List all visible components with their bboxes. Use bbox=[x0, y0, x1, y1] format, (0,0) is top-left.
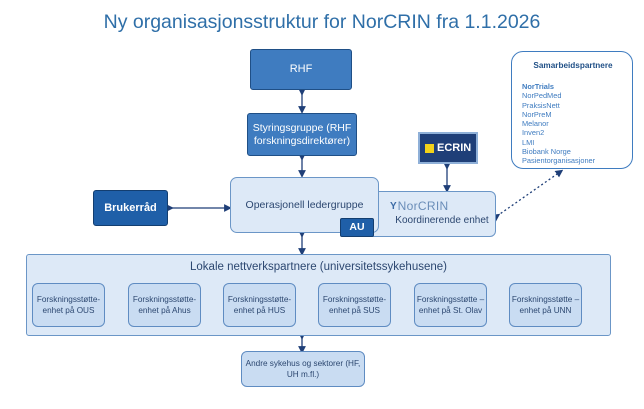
partner-item: NorTrials bbox=[522, 82, 555, 91]
unit-hus: Forskningsstøtte-enhet på HUS bbox=[223, 283, 296, 327]
au-box: AU bbox=[340, 218, 374, 237]
partner-item: NorPedMed bbox=[522, 91, 562, 101]
partner-item: NorPreM bbox=[522, 109, 552, 119]
unit-st-olav: Forskningsstøtte –enhet på St. Olav bbox=[414, 283, 487, 327]
unit-ous: Forskningsstøtte-enhet på OUS bbox=[32, 283, 105, 327]
styringsgruppe-box: Styringsgruppe (RHF forskningsdirektører… bbox=[247, 113, 357, 156]
partner-item: Inven2 bbox=[522, 128, 545, 138]
rhf-box: RHF bbox=[250, 49, 352, 90]
lokale-title: Lokale nettverkspartnere (universitetssy… bbox=[190, 261, 447, 273]
partners-title: Samarbeidspartnere bbox=[533, 61, 613, 70]
andre-sykehus-box: Andre sykehus og sektorer (HF, UH m.fl.) bbox=[241, 351, 365, 387]
ecrin-star-icon bbox=[425, 143, 434, 153]
norcrin-logo-text: NorCRIN bbox=[397, 199, 449, 213]
partner-item: Melanor bbox=[522, 119, 549, 129]
page-title: Ny organisasjonsstruktur for NorCRIN fra… bbox=[103, 11, 541, 33]
dotted-arrow-partners bbox=[491, 169, 564, 222]
partner-item: Biobank Norge bbox=[522, 147, 571, 157]
partner-item: Pasientorganisasjoner bbox=[522, 156, 596, 166]
koordinerende-label: Koordinerende enhet bbox=[395, 215, 489, 226]
ecrin-logo: ECRIN bbox=[418, 132, 478, 164]
unit-ahus: Forskningsstøtte-enhet på Ahus bbox=[128, 283, 201, 327]
unit-unn: Forskningsstøtte –enhet på UNN bbox=[509, 283, 582, 327]
brukerrad-box: Brukerråd bbox=[93, 190, 168, 226]
samarbeidspartnere-box: Samarbeidspartnere NorTrials NorPedMed P… bbox=[511, 51, 633, 169]
partner-item: PraksisNett bbox=[522, 100, 560, 110]
unit-sus: Forskningsstøtte-enhet på SUS bbox=[318, 283, 391, 327]
ecrin-logo-text: ECRIN bbox=[437, 142, 472, 154]
partner-item: LMI bbox=[522, 137, 535, 147]
norcrin-logo: Y NorCRIN bbox=[390, 199, 449, 213]
